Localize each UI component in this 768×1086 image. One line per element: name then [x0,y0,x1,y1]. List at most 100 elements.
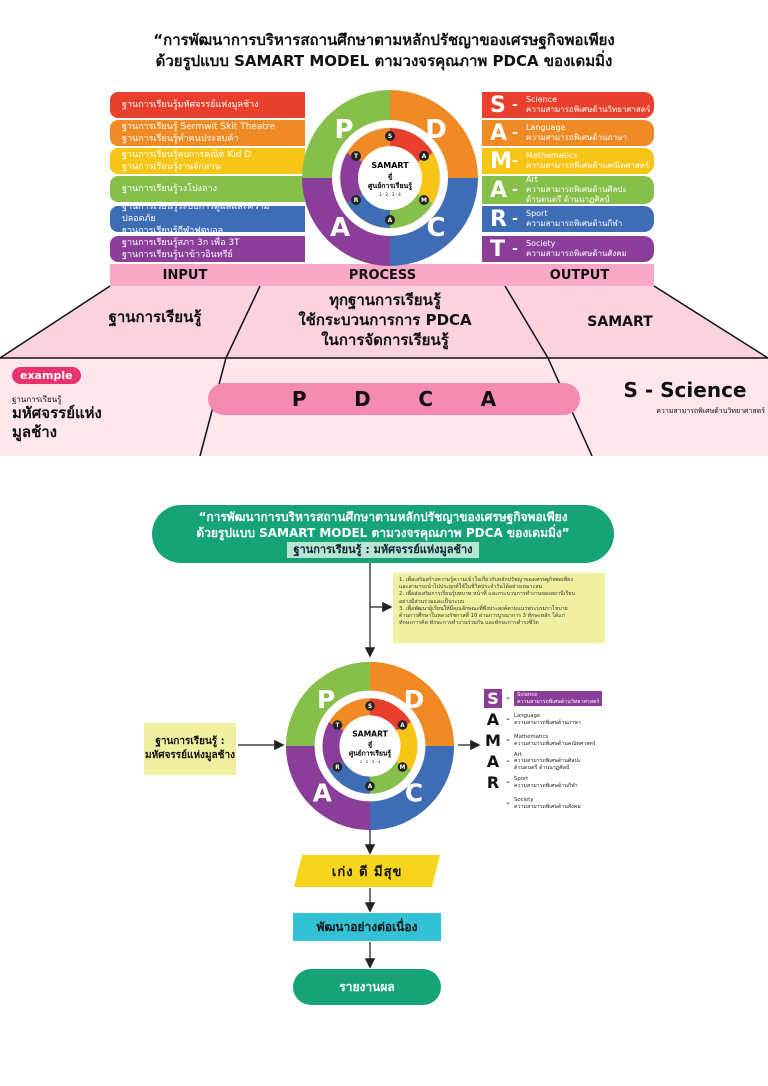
samart-a2-th2: ด้านดนตรี ด้านนาฏศิลป์ [514,764,570,771]
note-line-1: 1. เพื่อเสริมสร้างความรู้ความเข้าใจเกี่ย… [399,577,573,583]
left-bar-4: ฐานการเรียนรู้วงโปงลาง [110,176,305,202]
top-pdca-wheel: SAMART สู่ ศูนย์การเรียนรู้ 1 · 2 · 3 · … [302,90,478,266]
pdca-pill: P D C A [208,383,580,415]
samart-a1-th: ความสามารถพิเศษด้านภาษา [514,719,581,726]
pdca-p: P [291,387,307,411]
samart-m-letter: M [485,731,501,750]
right-bar-t-letter: T [490,236,506,262]
bottom-subtitle: ฐานการเรียนรู้ : มหัศจรรย์แห่งมูลช้าง [287,542,479,558]
ring-a2: A [388,217,393,224]
top-title-line2: ด้วยรูปแบบ SAMART MODEL ตามวงจรคุณภาพ PD… [155,52,613,70]
wheel-center-l4: 1 · 2 · 3 · 4 [379,192,401,197]
s-science-title: S - Science [623,378,747,402]
right-bar-a1-en: Language [526,123,566,132]
top-title-line1: “การพัฒนาการบริหารสถานศึกษาตามหลักปรัชญา… [153,31,615,49]
samart-r-letter: R [486,773,500,792]
left-bar-1: ฐานการเรียนรู้มหัศจรรย์แห่งมูลช้าง [110,92,305,118]
left-bar-3-l1: ฐานการเรียนรู้ลบการคณิต Kid D [122,150,252,160]
right-bar-m-letter: M [490,148,512,174]
right-bar-s-th: ความสามารถพิเศษด้านวิทยาศาสตร์ [526,105,651,114]
learning-base-l2: มหัศจรรย์แห่งมูลช้าง [145,750,235,761]
learning-base-box: ฐานการเรียนรู้ : มหัศจรรย์แห่งมูลช้าง [144,723,236,775]
left-bar-5: ฐานการเรียนรู้ระบบการดูแลและความปลอดภัย … [110,202,305,236]
learning-base-l1: ฐานการเรียนรู้ : [155,736,225,747]
left-bar-4-l1: ฐานการเรียนรู้วงโปงลาง [122,184,218,194]
example-title: มหัศจรรย์แห่ง มูลช้าง [12,404,102,442]
bottom-title-line2: ด้วยรูปแบบ SAMART MODEL ตามวงจรคุณภาพ PD… [196,526,570,540]
left-bar-1-l1: ฐานการเรียนรู้มหัศจรรย์แห่งมูลช้าง [122,100,259,110]
samart-r-th: ความสามารถพิเศษด้านกีฬา [514,782,578,789]
left-bar-2-l2: ฐานการเรียนรู้ทำคนประสบค้า [122,134,239,144]
wheel-letter-d: D [425,115,447,145]
bottom-title-line1: “การพัฒนาการบริหารสถานศึกษาตามหลักปรัชญา… [198,510,568,524]
samart-a2-letter: A [486,752,500,771]
samart-t-en: Society [514,796,534,803]
samart-s-letter: S [484,689,502,708]
bwheel-center-l2: สู่ [368,740,373,749]
ring-s: S [388,133,392,140]
example-pill: example [12,367,81,384]
ring-r: R [354,197,359,204]
header-output: OUTPUT [505,264,654,286]
row2-band [0,286,768,358]
ring-t: T [354,153,359,160]
right-bar-a1-letter: A [490,120,508,146]
ring-m: M [421,197,427,204]
report-box: รายงานผล [293,969,441,1005]
row2-output: SAMART [587,314,653,330]
samart-a2-en: Art [514,751,522,758]
example-title-l2: มูลช้าง [12,423,58,441]
right-bar-a2-th: ความสามารถพิเศษด้านศิลปะ [526,185,627,194]
samart-s-th: ความสามารถพิเศษด้านวิทยาศาสตร์ [517,698,600,705]
row2-process-l2: ใช้กระบวนการการ PDCA [298,311,472,329]
right-bar-r-th: ความสามารถพิเศษด้านกีฬา [526,219,623,228]
pdca-c: C [418,387,434,411]
note-line-3: 2. เพื่อส่งเสริมการเรียนรู้บทบาท หน้าที่… [399,591,576,598]
wheel-letter-a: A [330,213,350,243]
s-science-sub: ความสามารถพิเศษด้านวิทยาศาสตร์ [656,407,765,415]
left-bar-2: ฐานการเรียนรู้ Sermwit Skit Theatre ฐานก… [110,120,305,146]
right-bar-s-letter: S [490,92,506,118]
samart-a2-th: ความสามารถพิเศษด้านศิลปะ [514,758,581,765]
note-line-5: 3. เพื่อพัฒนาผู้เรียนให้มีคุณลักษณะที่พึ… [399,605,568,612]
bwheel-letter-c: C [405,778,423,807]
samart-m-th: ความสามารถพิเศษด้านคณิตศาสตร์ [514,740,596,747]
left-bar-3: ฐานการเรียนรู้ลบการคณิต Kid D ฐานการเรีย… [110,148,305,174]
header-input: INPUT [110,264,260,286]
example-sub: ฐานการเรียนรู้ [12,395,62,404]
continuous-development-box: พัฒนาอย่างต่อเนื่อง [293,913,441,941]
right-bar-r-letter: R [490,206,507,232]
left-bar-3-l2: ฐานการเรียนรู้งานจักสาน [122,162,221,172]
samart-s-en: Science [517,691,538,698]
samart-a1-letter: A [486,710,500,729]
samart-a1-en: Language [514,712,541,719]
outcome-text: เก่ง ดี มีสุข [331,864,403,880]
row2-process-l1: ทุกฐานการเรียนรู้ [329,291,441,309]
bwheel-letter-a: A [313,778,333,807]
left-bar-5-l1: ฐานการเรียนรู้ระบบการดูแลและความปลอดภัย [122,202,270,224]
bwheel-center-l3: ศูนย์การเรียนรู้ [349,749,391,759]
note-line-6: ด้านการศึกษาในหลวงรัชกาลที่ 10 ผ่านการบู… [399,613,566,620]
right-bar-a2-letter: A [490,177,508,203]
bring-a1: A [400,723,405,729]
right-bar-m-th: ความสามารถพิเศษด้านคณิตศาสตร์ [526,161,650,170]
pdca-d: D [354,387,371,411]
bring-s: S [368,704,372,710]
example-title-l1: มหัศจรรย์แห่ง [12,404,102,422]
right-bar-a2-en: Art [526,175,538,184]
bottom-title-box: “การพัฒนาการบริหารสถานศึกษาตามหลักปรัชญา… [152,505,614,563]
ring-a1: A [422,153,427,160]
bring-r: R [335,765,340,771]
left-bar-6-l2: ฐานการเรียนรู้นาข้าวอินทรีย์ [122,250,233,260]
